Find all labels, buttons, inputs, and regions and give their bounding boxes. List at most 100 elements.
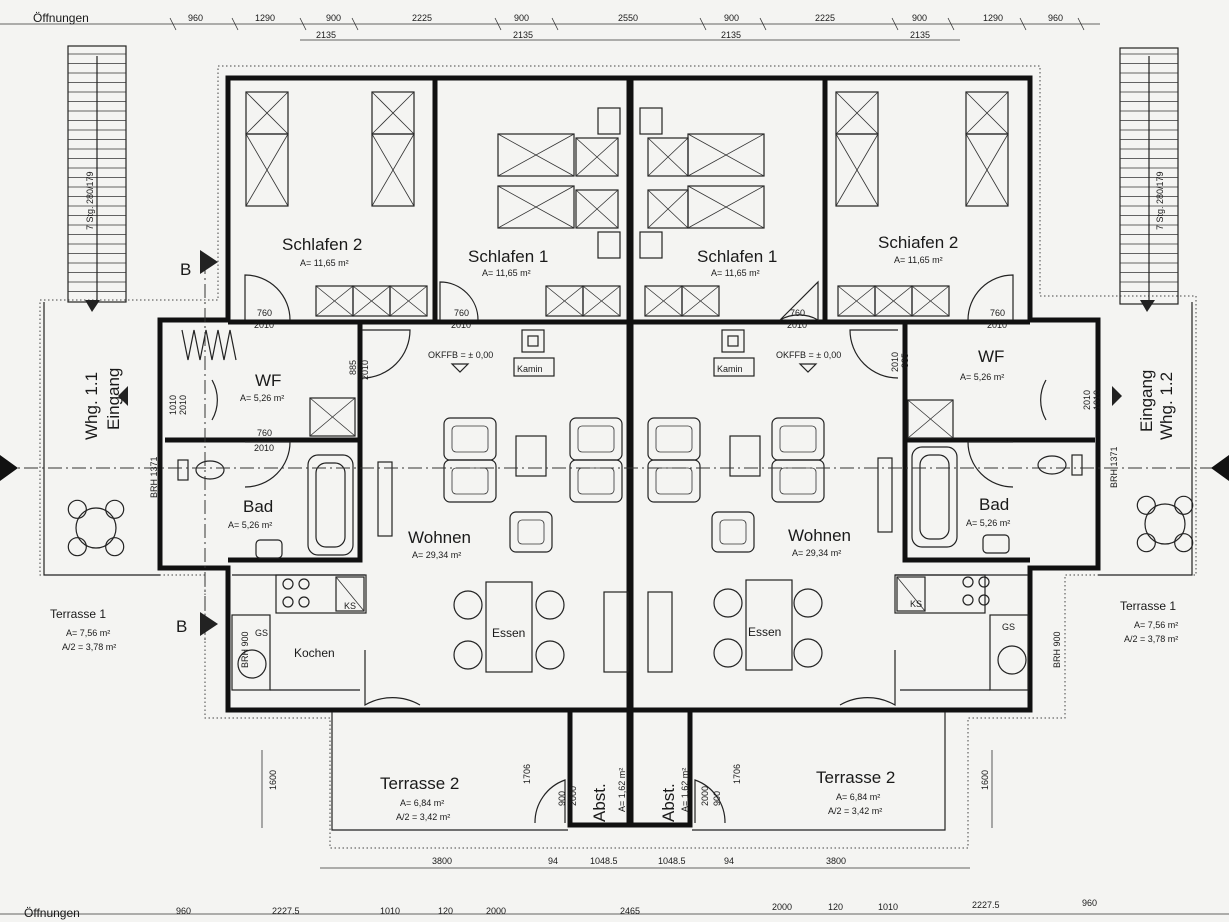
section-b-marker: B	[176, 617, 187, 636]
door-width: 900	[712, 791, 722, 806]
armchair	[647, 459, 701, 503]
bed	[687, 185, 765, 229]
dining-table	[647, 591, 673, 673]
door-height: 2010	[987, 320, 1007, 330]
wardrobe-hatch	[911, 285, 950, 317]
beds	[245, 91, 1009, 259]
bed	[687, 133, 765, 177]
bed	[371, 133, 415, 207]
bed	[497, 185, 575, 229]
room-name: Wohnen	[408, 528, 471, 547]
terrace-half-area: A/2 = 3,42 m²	[828, 806, 882, 816]
entrance-label: Eingang	[1137, 370, 1156, 432]
dim-label: 2465	[620, 906, 640, 916]
dim-label: 900	[724, 13, 739, 23]
room-area: A= 5,26 m²	[966, 518, 1010, 528]
room-name: Schlafen 1	[468, 247, 548, 266]
bed	[575, 137, 619, 177]
door-height: 2010	[178, 395, 188, 415]
dim-label: 1048.5	[658, 856, 686, 866]
bed-hatch	[647, 189, 689, 229]
dim-label: 2000	[486, 906, 506, 916]
armchair-seat	[577, 467, 615, 495]
wardrobe-hatch	[644, 285, 683, 317]
dining-chair	[535, 590, 565, 620]
door-height: 2010	[360, 360, 370, 380]
room-name: Bad	[979, 495, 1009, 514]
dim-label: 2225	[815, 13, 835, 23]
room-area: A= 29,34 m²	[412, 550, 461, 560]
armchair	[509, 511, 553, 553]
armchair-seat	[577, 425, 615, 453]
sideboard	[877, 457, 893, 533]
door-height: 2000	[568, 786, 578, 806]
dim-label: 94	[724, 856, 734, 866]
bed-hatch	[965, 133, 1009, 207]
entrance-label: Whg. 1.2	[1157, 372, 1176, 440]
dining-chair	[793, 638, 823, 668]
terrace-half-area: A/2 = 3,78 m²	[1124, 634, 1178, 644]
bed-hatch	[497, 185, 575, 229]
terrace-name: Terrasse 1	[1120, 599, 1176, 613]
dining-table	[485, 581, 533, 673]
window-sill-height: BRH 900	[1052, 631, 1062, 668]
dim-label: 2135	[513, 30, 533, 40]
ks-label: KS	[344, 601, 356, 611]
wardrobe	[389, 285, 428, 317]
armchair	[771, 459, 825, 503]
room-area: A= 5,26 m²	[240, 393, 284, 403]
storage-name: Abst.	[659, 783, 678, 822]
bed-hatch	[371, 133, 415, 207]
dim-label: 960	[176, 906, 191, 916]
dining-chair	[713, 638, 743, 668]
dim-label: 960	[1082, 898, 1097, 908]
stair-right: 7 Stg. 280/179	[1119, 47, 1179, 305]
bed	[245, 133, 289, 207]
room-area: A= 5,26 m²	[228, 520, 272, 530]
dining-table	[603, 591, 629, 673]
terrace-name: Terrasse 2	[816, 768, 895, 787]
dim-label: 1290	[255, 13, 275, 23]
bed	[575, 189, 619, 229]
patio-chair	[67, 537, 87, 557]
dim-label: 1706	[732, 764, 742, 784]
door-height: 2010	[787, 320, 807, 330]
patio-chair	[1174, 495, 1194, 515]
room-name: Schiafen 2	[878, 233, 958, 252]
dim-label: 960	[188, 13, 203, 23]
bed-hatch	[687, 185, 765, 229]
wardrobe-hatch	[681, 285, 720, 317]
kitchen-right: KS GS	[894, 574, 1029, 691]
dim-label: 2135	[721, 30, 741, 40]
bed-hatch	[575, 137, 619, 177]
room-labels: Schlafen 2 A= 11,65 m² Schlafen 1 A= 11,…	[50, 233, 1178, 822]
bath-fixtures	[177, 329, 1083, 559]
ks-label: KS	[910, 599, 922, 609]
door-width: 1010	[1092, 390, 1102, 410]
bed	[835, 133, 879, 207]
nightstand	[597, 107, 621, 135]
patio-chair	[67, 499, 87, 519]
dim-label: 900	[912, 13, 927, 23]
bed	[965, 133, 1009, 207]
terrace-half-area: A/2 = 3,78 m²	[62, 642, 116, 652]
dim-label: 3800	[432, 856, 452, 866]
dim-label: 960	[1048, 13, 1063, 23]
armchair	[443, 459, 497, 503]
dim-label: 2000	[772, 902, 792, 912]
wardrobe-hatch	[352, 285, 391, 317]
room-name: WF	[255, 371, 281, 390]
bed-hatch	[835, 133, 879, 207]
bed-hatch	[835, 91, 879, 135]
window-sill-height: BRH 1371	[149, 456, 159, 498]
bed-hatch	[647, 137, 689, 177]
section-b-marker: B	[180, 260, 191, 279]
door-width: 900	[557, 791, 567, 806]
door-width: 760	[790, 308, 805, 318]
nightstand	[639, 231, 663, 259]
room-name: Wohnen	[788, 526, 851, 545]
wardrobe-hatch	[389, 285, 428, 317]
bed-hatch	[575, 189, 619, 229]
armchair-seat	[779, 425, 817, 453]
